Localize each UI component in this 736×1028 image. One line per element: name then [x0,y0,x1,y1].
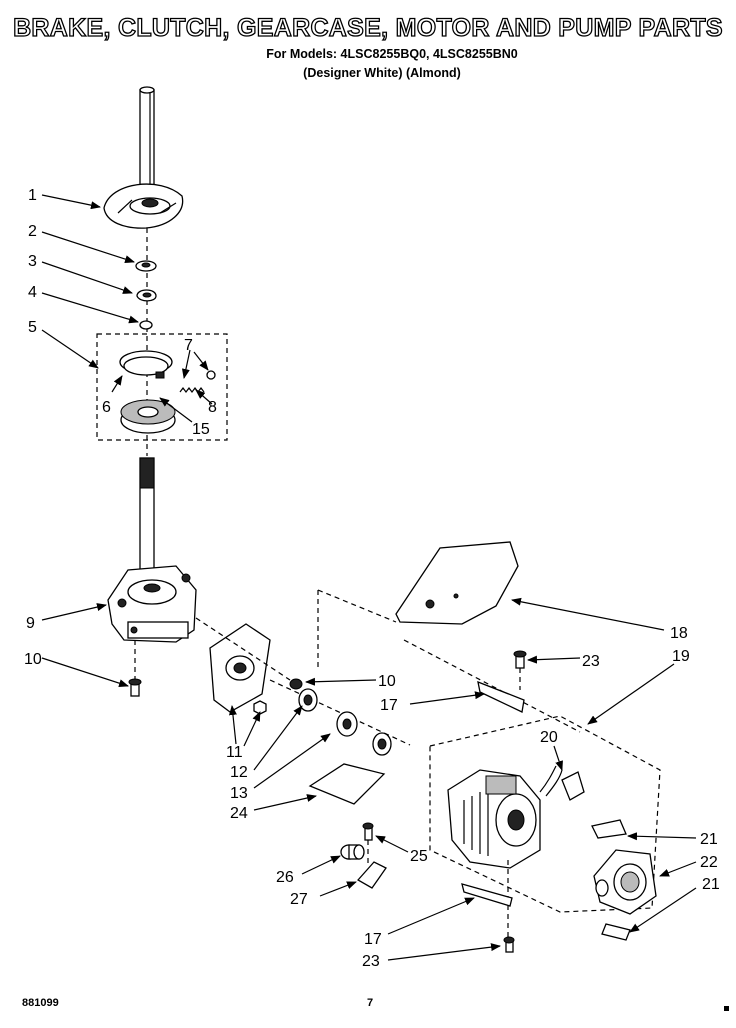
callout-21-lower: 21 [702,876,720,893]
grommet-part-26 [340,844,365,860]
callout-18: 18 [670,625,688,642]
clutch-pulley-part-15 [120,399,176,434]
gearcase-part-9 [107,565,197,643]
clutch-band-part-6 [119,350,173,379]
callout-15: 15 [192,421,210,438]
callout-19: 19 [672,648,690,665]
motor-assembly-outline-19 [429,715,661,913]
drive-coupling-part-13 [336,711,392,756]
callout-13: 13 [230,785,248,802]
callout-5: 5 [28,319,37,336]
callout-1: 1 [28,187,37,204]
registration-mark [724,1006,729,1011]
motor-bolt-part-23-bottom [503,936,515,953]
document-number: 881099 [22,997,59,1009]
wire-harness-part-20 [539,765,585,801]
colors-line: (Designer White) (Almond) [303,66,461,80]
bolt-part-10-left [128,678,142,697]
callout-6: 6 [102,399,111,416]
callout-labels: 1 2 3 4 5 7 6 8 15 9 10 10 18 23 19 17 2… [24,187,720,970]
callout-23-top: 23 [582,653,600,670]
callout-17-lower: 17 [364,931,382,948]
page-number: 7 [367,997,374,1009]
spring-part-8 [179,370,216,393]
models-line: For Models: 4LSC8255BQ0, 4LSC8255BN0 [266,47,518,61]
clutch-kit-box [96,333,228,441]
retaining-ring-part-3 [136,289,157,302]
callout-9: 9 [26,615,35,632]
callout-3: 3 [28,253,37,270]
brake-assembly-part-1 [103,183,184,229]
small-ring-part-4 [139,320,153,330]
callout-7: 7 [184,337,193,354]
page-title: BRAKE, CLUTCH, GEARCASE, MOTOR AND PUMP … [12,13,723,42]
callout-24: 24 [230,805,248,822]
clamp-part-27 [356,861,387,889]
callout-12: 12 [230,764,248,781]
coupling-part-12 [289,678,318,712]
strap-part-17-lower [461,883,513,907]
nut-part-11 [253,700,267,715]
callout-11: 11 [226,744,243,761]
bolt-part-25 [362,822,374,841]
callout-8: 8 [208,399,217,416]
callout-10-right: 10 [378,673,396,690]
shield-part-18 [395,541,519,625]
motor-bolt-part-23-top [513,650,527,669]
pad-part-24 [308,763,386,805]
callout-25: 25 [410,848,428,865]
callout-10-left: 10 [24,651,42,668]
callout-21-upper: 21 [700,831,718,848]
washer-part-2 [135,260,157,272]
gearcase-shaft-drawing [139,457,155,587]
callout-26: 26 [276,869,294,886]
clip-part-21-upper [591,819,627,839]
callout-27: 27 [290,891,308,908]
leader-lines [41,194,697,961]
brake-shaft-drawing [139,86,155,203]
callout-22: 22 [700,854,718,871]
callout-20: 20 [540,729,558,746]
callout-17-upper: 17 [380,697,398,714]
strap-part-17-upper [477,680,525,713]
callout-2: 2 [28,223,37,240]
motor-part-19 [447,769,541,869]
callout-23-bottom: 23 [362,953,380,970]
clip-part-21-lower [601,923,631,941]
pump-mount-part-11 [209,623,271,713]
pump-part-22 [593,849,657,915]
callout-4: 4 [28,284,37,301]
